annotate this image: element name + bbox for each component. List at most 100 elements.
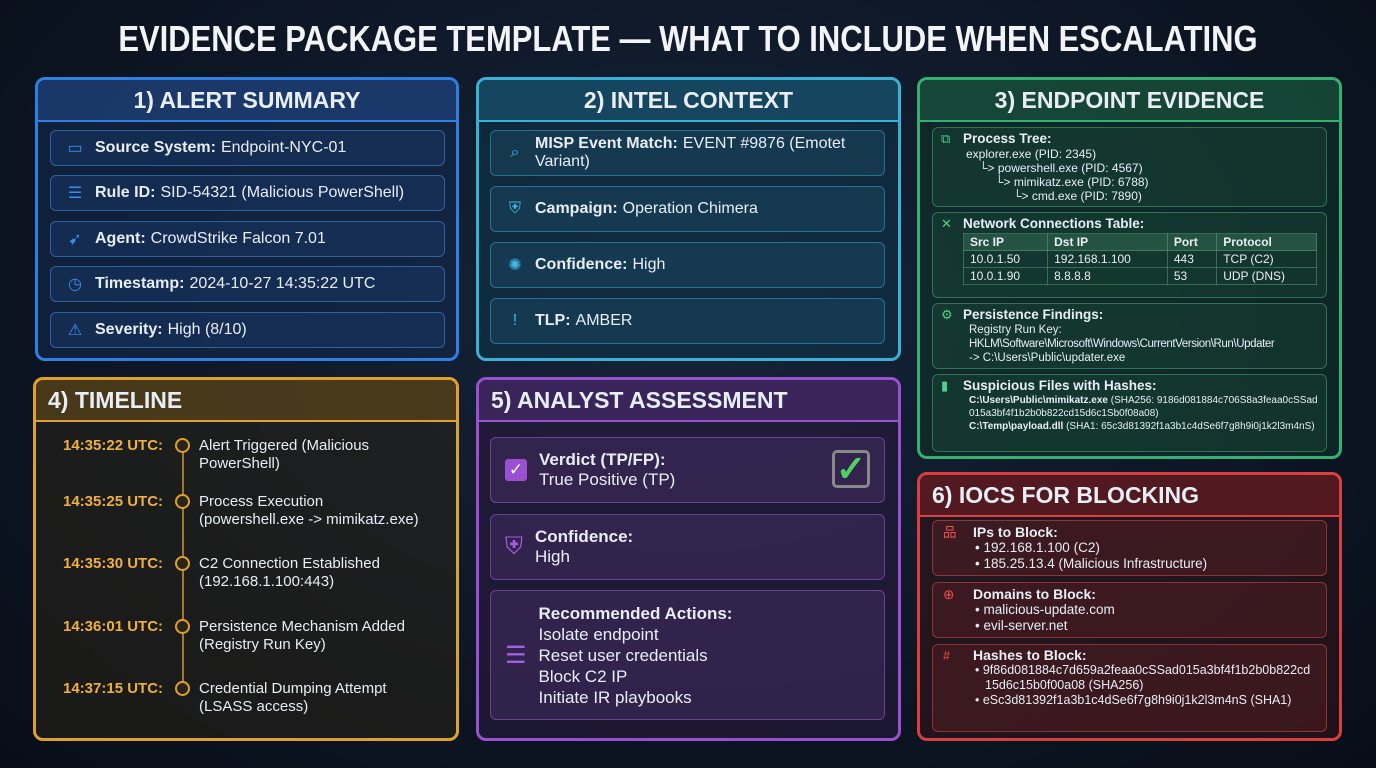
row-label: MISP Event Match: bbox=[535, 135, 678, 152]
shield-check-icon: ⛨ bbox=[505, 533, 523, 560]
endpoint-evidence-title: 3) ENDPOINT EVIDENCE bbox=[920, 80, 1339, 122]
timeline-line bbox=[182, 452, 184, 692]
process-line: └> powershell.exe (PID: 4567) bbox=[979, 161, 1143, 175]
info-row: ✺ Confidence:High bbox=[490, 242, 885, 288]
row-value: EVENT #9876 (Emotet Variant) bbox=[535, 135, 846, 170]
persistence-box: ⚙ Persistence Findings: Registry Run Key… bbox=[932, 303, 1327, 369]
clock-icon bbox=[175, 556, 190, 571]
file-hash: (SHA1: 65c3d81392f1a3b1c4dSe6f7g8h9i0j1k… bbox=[1066, 421, 1315, 432]
info-row: ⛨ Campaign:Operation Chimera bbox=[490, 186, 885, 232]
confidence-label: Confidence: bbox=[535, 527, 634, 546]
hierarchy-icon: ⧉ bbox=[941, 131, 951, 146]
event-detail: (Registry Run Key) bbox=[199, 636, 326, 653]
event-title: Persistence Mechanism Added bbox=[199, 618, 405, 635]
ips-box: 品 IPs to Block: 192.168.1.100 (C2)185.25… bbox=[932, 520, 1327, 576]
column-header: Protocol bbox=[1216, 233, 1317, 251]
iocs-title: 6) IOCS FOR BLOCKING bbox=[920, 475, 1339, 517]
persistence-line: Registry Run Key: bbox=[969, 324, 1062, 336]
green-check-icon: ✓ bbox=[832, 450, 870, 488]
info-row: ☰ Rule ID:SID-54321 (Malicious PowerShel… bbox=[50, 175, 445, 211]
persistence-label: Persistence Findings: bbox=[963, 307, 1104, 322]
event-time: 14:35:22 UTC: bbox=[63, 437, 164, 454]
network-icon: ✕ bbox=[941, 216, 952, 231]
warning-icon: ⚠ bbox=[67, 322, 83, 339]
clock-icon bbox=[175, 438, 190, 453]
row-label: Campaign: bbox=[535, 200, 618, 217]
event-detail: (192.168.1.100:443) bbox=[199, 573, 335, 590]
info-row: ▭ Source System:Endpoint-NYC-01 bbox=[50, 130, 445, 166]
process-line: └> cmd.exe (PID: 7890) bbox=[1013, 189, 1142, 203]
row-value: CrowdStrike Falcon 7.01 bbox=[150, 230, 326, 247]
column-header: Src IP bbox=[962, 233, 1049, 251]
action-item: Reset user credentials bbox=[538, 645, 708, 665]
file-icon: ▮ bbox=[941, 378, 949, 393]
network-icon: 品 bbox=[943, 525, 957, 540]
event-time: 14:37:15 UTC: bbox=[63, 680, 164, 697]
info-row: ⚠ Severity:High (8/10) bbox=[50, 312, 445, 348]
monitor-icon: ▭ bbox=[67, 140, 83, 157]
domain-item: malicious-update.com bbox=[983, 602, 1318, 618]
cell: 10.0.1.90 bbox=[962, 267, 1049, 285]
row-label: Timestamp: bbox=[95, 275, 185, 292]
hash-item: 9f86d081884c7d659a2feaa0cSSad015a3bf4f1b… bbox=[983, 663, 1318, 693]
action-item: Isolate endpoint bbox=[538, 624, 659, 644]
info-row: ⌕ MISP Event Match:EVENT #9876 (Emotet V… bbox=[490, 130, 885, 176]
domains-box: ⊕ Domains to Block: malicious-update.com… bbox=[932, 582, 1327, 638]
file-hash: (SHA256: 9186d081884c706S8a3feaa0cSSad01… bbox=[969, 395, 1318, 419]
domains-label: Domains to Block: bbox=[973, 586, 1096, 602]
column-header: Dst IP bbox=[1047, 233, 1168, 251]
verdict-label: Verdict (TP/FP): bbox=[539, 450, 666, 469]
cell: 192.168.1.100 bbox=[1047, 250, 1168, 268]
event-title: Alert Triggered (Malicious PowerShell) bbox=[199, 437, 370, 472]
clock-icon bbox=[175, 494, 190, 509]
row-label: TLP: bbox=[535, 312, 571, 329]
search-icon: ⌕ bbox=[510, 144, 520, 161]
event-detail: (powershell.exe -> mimikatz.exe) bbox=[199, 511, 419, 528]
confidence-box: ⛨ Confidence:High bbox=[490, 514, 885, 580]
info-row: ! TLP:AMBER bbox=[490, 298, 885, 344]
row-label: Agent: bbox=[95, 230, 146, 247]
list-icon: ☰ bbox=[67, 185, 83, 202]
files-label: Suspicious Files with Hashes: bbox=[963, 378, 1157, 393]
globe-icon: ⊕ bbox=[943, 587, 955, 602]
row-value: 2024-10-27 14:35:22 UTC bbox=[189, 275, 376, 292]
clock-icon: ◷ bbox=[68, 276, 82, 293]
action-item: Block C2 IP bbox=[538, 666, 628, 686]
row-label: Source System: bbox=[95, 139, 216, 156]
persistence-line: HKLM\Software\Microsoft\Windows\CurrentV… bbox=[969, 338, 1275, 350]
info-row: ➹ Agent:CrowdStrike Falcon 7.01 bbox=[50, 221, 445, 257]
row-value: High (8/10) bbox=[167, 321, 247, 338]
verdict-box: ✓ Verdict (TP/FP):True Positive (TP) ✓ bbox=[490, 437, 885, 503]
event-title: Credential Dumping Attempt bbox=[199, 680, 387, 697]
hash-item: eSc3d81392f1a3b1c4dSe6f7g8h9i0j1k2l3m4nS… bbox=[983, 693, 1318, 708]
gear-icon: ⚙ bbox=[941, 307, 953, 322]
hashes-label: Hashes to Block: bbox=[973, 647, 1087, 663]
shield-icon: ⛨ bbox=[508, 200, 521, 217]
cell: TCP (C2) bbox=[1216, 250, 1317, 268]
process-tree-box: ⧉ Process Tree: explorer.exe (PID: 2345)… bbox=[932, 127, 1327, 207]
suspicious-files-box: ▮ Suspicious Files with Hashes: C:\Users… bbox=[932, 374, 1327, 452]
info-row: ◷ Timestamp:2024-10-27 14:35:22 UTC bbox=[50, 266, 445, 302]
event-title: Process Execution bbox=[199, 493, 324, 510]
row-value: SID-54321 (Malicious PowerShell) bbox=[160, 184, 405, 201]
hash-icon: # bbox=[943, 649, 950, 663]
ip-item: 192.168.1.100 (C2) bbox=[983, 540, 1318, 556]
process-line: explorer.exe (PID: 2345) bbox=[966, 147, 1097, 161]
cell: 10.0.1.50 bbox=[962, 250, 1049, 268]
cell: 443 bbox=[1166, 250, 1218, 268]
hashes-box: # Hashes to Block: 9f86d081884c7d659a2fe… bbox=[932, 644, 1327, 732]
row-label: Rule ID: bbox=[95, 184, 156, 201]
actions-label: Recommended Actions: bbox=[538, 603, 733, 623]
timeline-title: 4) TIMELINE bbox=[36, 380, 456, 422]
process-line: └> mimikatz.exe (PID: 6788) bbox=[995, 175, 1149, 189]
intel-context-title: 2) INTEL CONTEXT bbox=[479, 80, 898, 122]
file-path: C:\Temp\payload.dll bbox=[969, 421, 1064, 432]
alert-shield-icon: ! bbox=[512, 312, 518, 329]
persistence-line: -> C:\Users\Public\updater.exe bbox=[969, 352, 1126, 364]
row-label: Confidence: bbox=[535, 256, 628, 273]
ip-item: 185.25.13.4 (Malicious Infrastructure) bbox=[983, 556, 1318, 572]
verdict-value: True Positive (TP) bbox=[539, 470, 676, 489]
row-value: Operation Chimera bbox=[622, 200, 758, 217]
